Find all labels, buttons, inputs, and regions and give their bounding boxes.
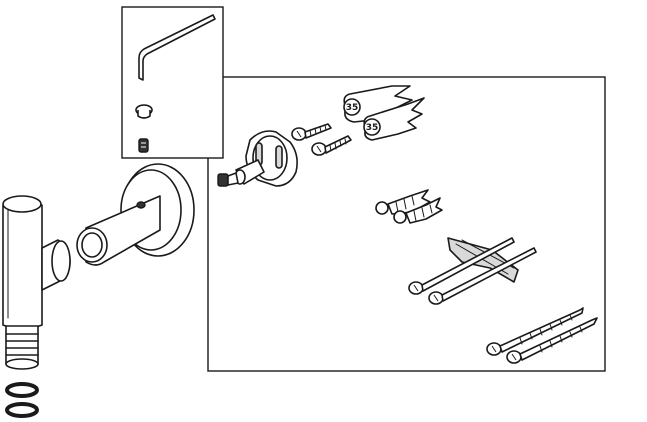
wood-screw-lower xyxy=(311,135,352,156)
cover-cap xyxy=(135,104,153,119)
angle-valve xyxy=(2,195,71,370)
wall-bracket xyxy=(234,130,298,187)
long-screw-2 xyxy=(506,317,598,364)
wood-screw-upper xyxy=(291,123,332,141)
wall-plug-mark-1: 35 xyxy=(346,103,359,113)
wall-plug-large-2: 35 xyxy=(363,97,425,141)
bracket-screw xyxy=(217,172,239,187)
wall-plug-mark-2: 35 xyxy=(366,123,379,133)
grub-screw xyxy=(138,138,149,153)
mounting-kit-frame xyxy=(207,76,606,372)
rosette-flange xyxy=(76,163,195,266)
toggle-anchor-assembly xyxy=(408,237,537,305)
long-screw-1 xyxy=(486,307,584,356)
allen-key xyxy=(138,14,216,81)
o-rings xyxy=(5,382,39,418)
small-plug-assembly-2 xyxy=(393,197,443,224)
tool-kit-frame xyxy=(121,6,224,159)
